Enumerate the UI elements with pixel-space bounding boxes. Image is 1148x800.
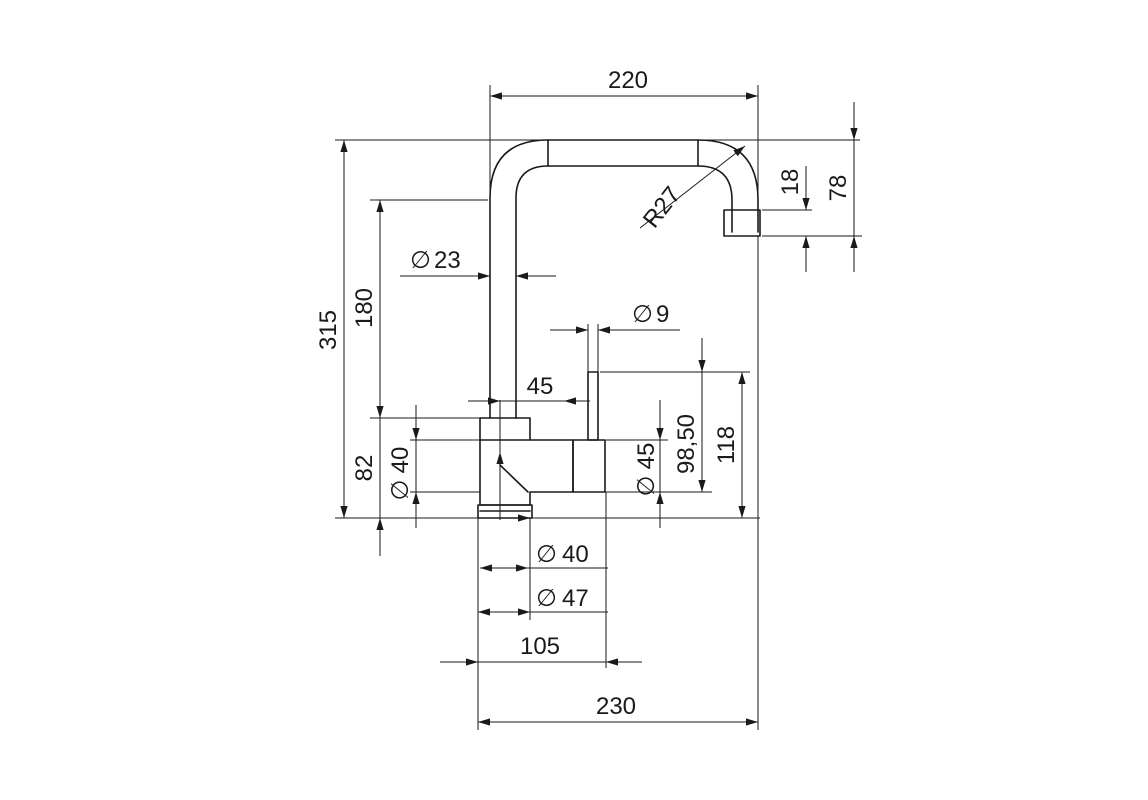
lever-handle [572,439,606,493]
dim-diam-base-outer: 47 [562,585,589,612]
dim-height-base: 82 [351,455,378,482]
diameter-symbol: ∅ [536,584,557,612]
dim-diam-body-side-group: ∅ 40 [386,447,414,501]
dim-diam-lever: 9 [656,301,669,328]
dim-width-total: 230 [596,693,636,720]
dim-diam-body: 45 [633,443,660,470]
dim-height-lever: 118 [713,426,740,464]
dim-radius-bend: R27 [638,182,686,233]
diameter-symbol: ∅ [410,246,431,274]
dimension-lines [335,85,862,730]
dim-height-total: 315 [315,310,342,350]
spout-inner-outline [515,165,733,419]
dim-diam-spout: 23 [434,247,461,274]
dim-offset-lever: 45 [527,373,554,400]
diameter-symbol: ∅ [536,540,557,568]
dim-diam-body-group: ∅ 45 [632,443,660,497]
dim-width-top: 220 [608,67,648,94]
diameter-symbol: ∅ [386,480,414,501]
diameter-symbol: ∅ [632,476,660,497]
dim-height-outlet-total: 78 [825,175,852,202]
body-outline [479,417,574,506]
dim-diam-body-side: 40 [387,447,414,474]
dim-diam-lever-group: ∅ 9 [632,300,669,328]
dim-diam-base-inner: 40 [562,541,589,568]
spout-outlet [723,209,761,237]
lever-stem [587,371,599,441]
dimension-labels: 220 315 180 82 ∅ 23 ∅ 9 45 ∅ 40 ∅ 45 98,… [315,67,852,720]
diameter-symbol: ∅ [632,300,653,328]
dim-diam-base-outer-group: ∅ 47 [536,584,589,612]
body-chamfer [499,464,529,493]
dim-diam-spout-group: ∅ 23 [410,246,461,274]
dim-depth-base: 105 [520,633,560,660]
dim-height-outlet: 18 [777,169,804,196]
dim-diam-base-inner-group: ∅ 40 [536,540,589,568]
dim-height-lever-inner: 98,50 [673,414,700,474]
dim-height-spout: 180 [351,288,378,328]
